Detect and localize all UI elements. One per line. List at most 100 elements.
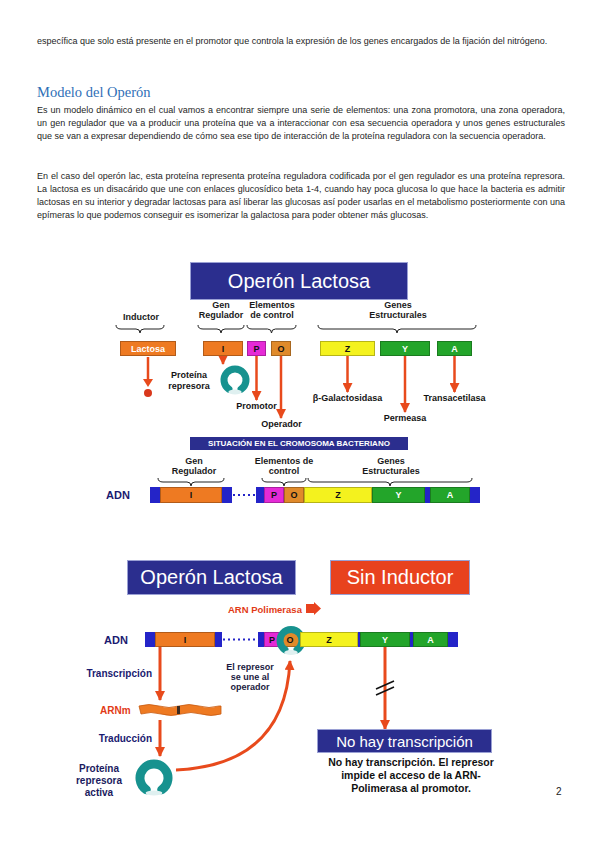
node-text: Y (382, 635, 388, 645)
gene-bar: I (155, 632, 215, 647)
group-brace (318, 325, 476, 333)
gene-bar: O (284, 487, 304, 503)
dna-gap (233, 494, 256, 496)
paragraph: En el caso del operón lac, esta proteína… (37, 170, 565, 222)
node-text: Y (395, 490, 401, 500)
node-text: Sin Inductor (347, 566, 454, 589)
edge-label: Traducción (99, 733, 152, 744)
repressor-body (140, 764, 168, 790)
dna-cap (470, 487, 480, 503)
node-text: ARNm (100, 705, 131, 716)
arrow-line (159, 647, 162, 700)
repressor-protein (132, 756, 176, 806)
node-text: I (222, 344, 225, 354)
node-text: Y (402, 344, 408, 354)
node-text: Proteína represora activa (66, 763, 132, 799)
dna-cap (215, 632, 222, 647)
node-text: Proteína represora (164, 370, 214, 392)
node-text: β-Galactosidasa (313, 393, 383, 404)
repressor-base (228, 390, 241, 395)
connector (281, 356, 282, 418)
node-text: Z (345, 344, 351, 354)
node-text: SITUACIÓN EN EL CROMOSOMA BACTERIANO (208, 439, 390, 448)
connector (160, 720, 161, 756)
node-text: O (277, 344, 284, 354)
product-label: Promotor (233, 400, 280, 412)
repressor-base (146, 791, 163, 796)
node-text: Z (326, 635, 332, 645)
note: El represor se une al operador (222, 662, 278, 692)
repressor-base (284, 650, 297, 655)
repressor-body (280, 630, 302, 650)
protein-node: Proteína represora activa (66, 756, 178, 806)
arrow-line (280, 356, 283, 418)
arrow-line (346, 356, 349, 392)
dna-cap (145, 632, 155, 647)
arrow-line (159, 720, 162, 756)
paragraph: Es un modelo dinámico en el cual vamos a… (37, 104, 565, 143)
section-heading: Modelo del Operón (37, 84, 151, 101)
node-text: P (269, 635, 275, 645)
node-text: Z (335, 490, 341, 500)
gene-bar: P (264, 487, 284, 503)
arrow-line (222, 356, 225, 364)
connector (223, 356, 224, 364)
group-brace (198, 325, 244, 333)
group-brace (116, 325, 164, 333)
arrow-head (143, 379, 153, 387)
node-text: A (451, 344, 458, 354)
product-label: Permeasa (381, 412, 430, 424)
dna-label: ADN (106, 489, 136, 501)
group-brace (262, 478, 306, 486)
node-text: O (290, 490, 297, 500)
node-text: I (184, 635, 187, 645)
node-text: O (286, 635, 293, 645)
gene-bar: O (280, 632, 300, 647)
mrna-node: ARNm (100, 700, 225, 720)
gene-bar: A (413, 632, 448, 647)
group-brace (308, 478, 472, 486)
gene-bar: Y (360, 632, 410, 647)
arrow-line (255, 356, 258, 400)
group-label: Genes Estructurales (350, 456, 432, 476)
group-label: Genes Estructurales (357, 300, 439, 320)
group-label: Inductor (115, 312, 167, 322)
gene-bar: Z (304, 487, 372, 503)
dna-cap (448, 632, 458, 647)
node-text: Lactosa (131, 344, 165, 354)
gene-bar: I (203, 341, 243, 356)
group-label: Elementos de control (243, 300, 301, 320)
polymerase-label: ARN Polimerasa (228, 604, 302, 615)
gene-bar: P (247, 341, 266, 356)
dna-gap (223, 639, 258, 641)
gene-bar: Z (300, 632, 358, 647)
arrow-line (404, 356, 407, 412)
dna-cap (150, 487, 160, 503)
connector (160, 647, 161, 700)
arrow-line (384, 647, 387, 729)
title-box: Sin Inductor (330, 560, 470, 595)
product-label: Transacetilasa (420, 392, 489, 404)
mrna-mark (177, 706, 180, 714)
node-text: P (271, 490, 277, 500)
repressor-protein (214, 364, 256, 398)
group-brace (247, 325, 296, 333)
polymerase-icon (314, 602, 321, 615)
protein-node: Proteína represora (164, 364, 256, 398)
node-text: Permeasa (384, 413, 427, 424)
connector (256, 356, 257, 400)
node-text: Operón Lactosa (228, 270, 370, 293)
result-box: No hay transcripción (317, 729, 492, 753)
dna-cap (256, 487, 264, 503)
node-text: P (253, 344, 259, 354)
mrna-strand (137, 702, 223, 718)
connector (347, 356, 348, 392)
node-text: Operador (261, 419, 302, 430)
repressor-body (224, 369, 246, 389)
gene-bar: Z (320, 341, 375, 356)
group-label: Gen Regulador (193, 300, 249, 320)
node-text: A (427, 635, 434, 645)
gene-bar: O (271, 341, 291, 356)
node-text: I (190, 490, 193, 500)
section-band: SITUACIÓN EN EL CROMOSOMA BACTERIANO (190, 437, 408, 450)
